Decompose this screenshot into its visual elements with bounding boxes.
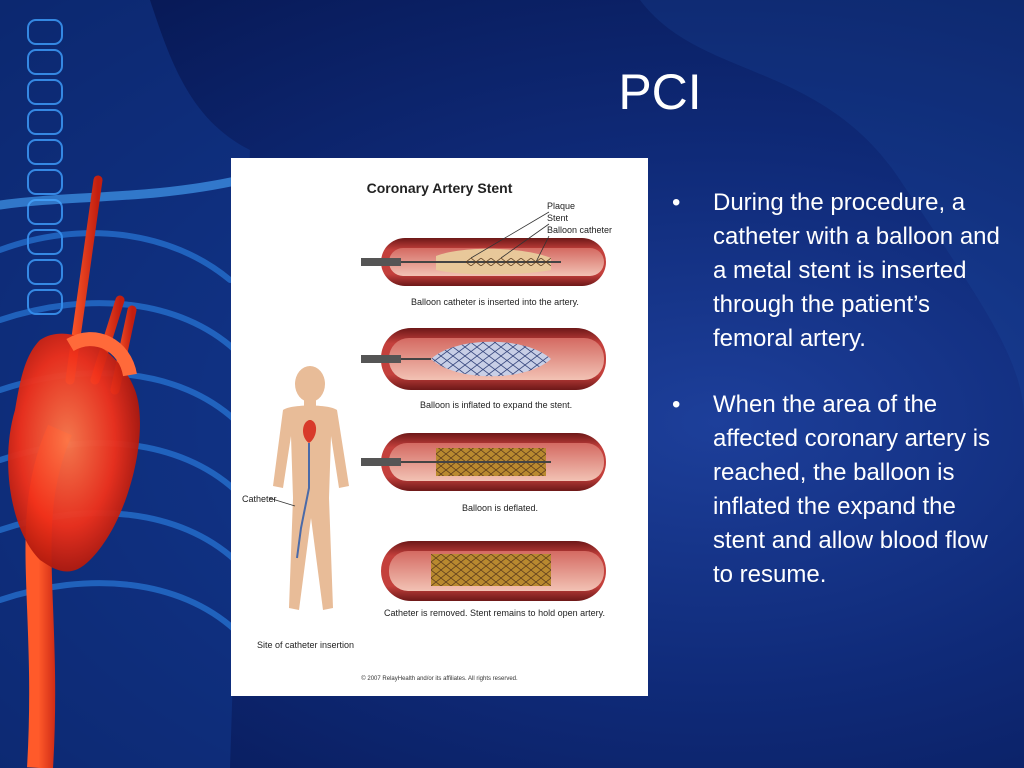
label-stent: Stent xyxy=(547,213,569,223)
bullet-item-2: • When the area of the affected coronary… xyxy=(672,388,1002,592)
bullet-item-1: • During the procedure, a catheter with … xyxy=(672,186,1002,356)
bullet-list: • During the procedure, a catheter with … xyxy=(672,186,1002,624)
label-balloon-catheter: Balloon catheter xyxy=(547,225,613,235)
bullet-text-1: During the procedure, a catheter with a … xyxy=(713,189,1000,352)
artery-panel-4 xyxy=(381,541,606,601)
coronary-stent-figure: Coronary Artery Stent Plaque Stent Ballo… xyxy=(231,158,648,696)
heart-shape xyxy=(8,333,140,572)
artery-panel-1 xyxy=(361,211,606,286)
bullet-text-2: When the area of the affected coronary a… xyxy=(713,391,991,588)
bullet-icon: • xyxy=(672,189,681,216)
label-plaque: Plaque xyxy=(547,201,576,211)
body-figure xyxy=(268,366,349,610)
caption-step-1: Balloon catheter is inserted into the ar… xyxy=(411,297,579,307)
slide-title: PCI xyxy=(618,64,702,120)
site-label: Site of catheter insertion xyxy=(257,640,355,650)
label-catheter: Catheter xyxy=(242,494,277,504)
caption-step-3: Balloon is deflated. xyxy=(462,503,539,513)
bullet-icon: • xyxy=(672,391,681,418)
caption-step-4: Catheter is removed. Stent remains to ho… xyxy=(384,608,605,618)
artery-panel-3 xyxy=(361,433,606,491)
figure-copyright: © 2007 RelayHealth and/or its affiliates… xyxy=(361,676,518,682)
stent-illustration xyxy=(268,211,606,610)
caption-step-2: Balloon is inflated to expand the stent. xyxy=(420,400,573,410)
artery-panel-2 xyxy=(361,328,606,390)
figure-title: Coronary Artery Stent xyxy=(366,180,513,196)
